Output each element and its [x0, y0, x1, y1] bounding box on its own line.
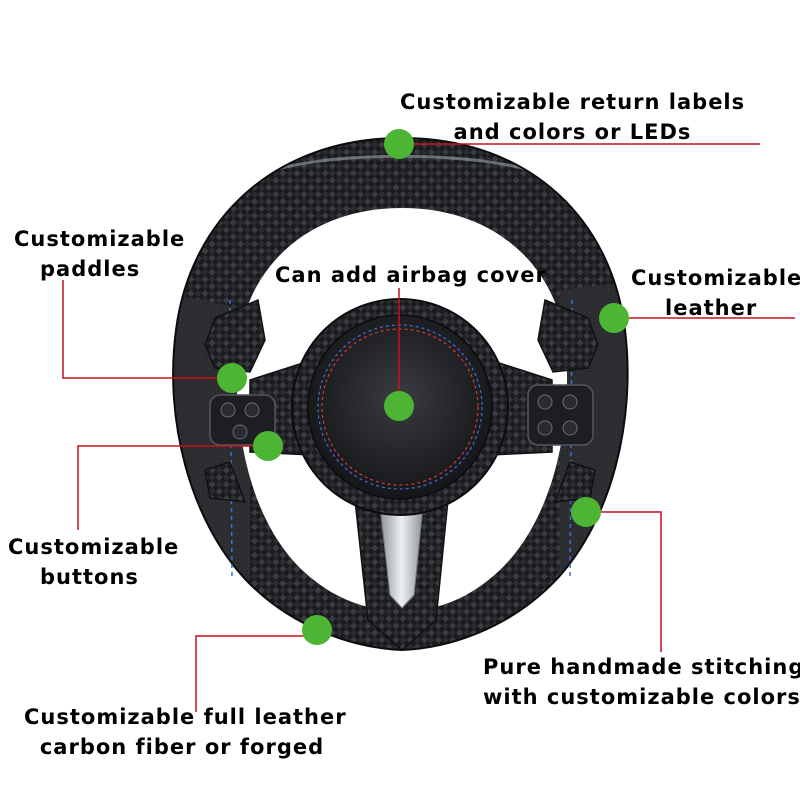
marker-return-marks — [384, 129, 414, 159]
label-buttons-line2: buttons — [40, 565, 139, 589]
label-return-marks-line2: and colors or LEDs — [453, 120, 692, 144]
right-stitching — [569, 299, 573, 581]
leader-stitching — [586, 511, 662, 652]
markers — [217, 129, 629, 645]
airbag-stitch-blue — [317, 324, 483, 490]
label-paddles-line2: paddles — [40, 257, 141, 281]
label-airbag: Can add airbag cover — [275, 260, 547, 290]
marker-paddles — [217, 363, 247, 393]
right-paddle — [537, 298, 599, 373]
marker-stitching — [571, 497, 601, 527]
marker-leather — [599, 303, 629, 333]
label-stitching-line1: Pure handmade stitching — [483, 655, 800, 679]
label-buttons-line1: Customizable — [8, 535, 180, 559]
marker-airbag — [384, 391, 414, 421]
left-lower-paddle — [204, 461, 247, 503]
label-return-marks-line1: Customizable return labels — [400, 90, 746, 114]
leader-paddles — [62, 280, 232, 379]
label-paddles-line1: Customizable — [14, 227, 186, 251]
label-return-marks: Customizable return labels and colors or… — [400, 87, 745, 147]
left-stitching — [229, 299, 233, 581]
leader-lines — [62, 143, 795, 712]
label-leather-line2: leather — [665, 296, 758, 320]
label-paddles: Customizable paddles — [14, 224, 185, 284]
leader-buttons — [77, 445, 268, 530]
airbag-stitch-red — [321, 328, 479, 486]
label-material: Customizable full leather carbon fiber o… — [24, 702, 347, 762]
label-leather: Customizable leather — [631, 263, 800, 323]
marker-material — [302, 615, 332, 645]
marker-buttons — [253, 431, 283, 461]
leader-material — [195, 635, 317, 712]
label-material-line2: carbon fiber or forged — [39, 735, 325, 759]
label-stitching-line2: with customizable colors — [483, 685, 800, 709]
left-paddle — [204, 298, 266, 373]
label-buttons: Customizable buttons — [8, 532, 179, 592]
label-stitching: Pure handmade stitching with customizabl… — [483, 652, 800, 712]
right-button-pad — [527, 384, 594, 446]
label-material-line1: Customizable full leather — [24, 705, 347, 729]
label-leather-line1: Customizable — [631, 266, 800, 290]
label-airbag-line1: Can add airbag cover — [275, 263, 547, 287]
